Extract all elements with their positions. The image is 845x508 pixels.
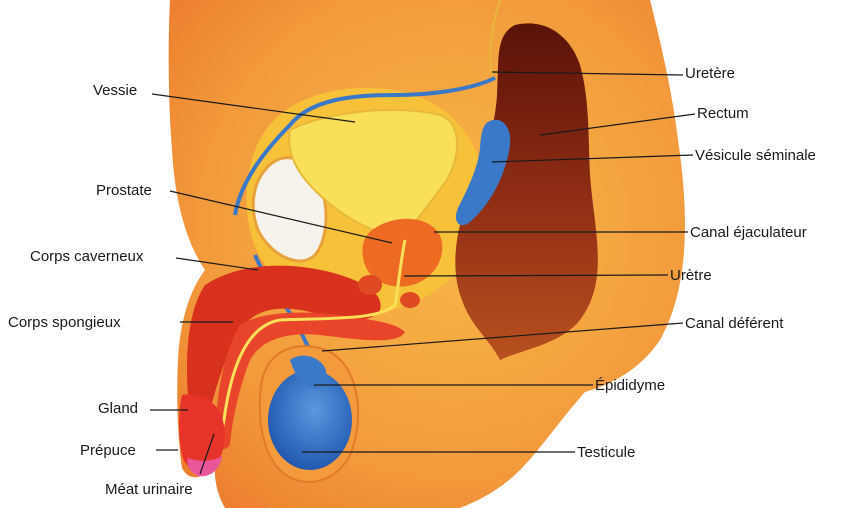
gland-lobe-2 bbox=[400, 292, 420, 308]
label-prepuce: Prépuce bbox=[80, 442, 136, 459]
label-corps-caverneux: Corps caverneux bbox=[30, 248, 144, 265]
label-gland: Gland bbox=[98, 400, 138, 417]
label-epididyme: Épididyme bbox=[595, 377, 665, 394]
label-vessie: Vessie bbox=[93, 82, 137, 99]
label-uretre: Urètre bbox=[670, 267, 712, 284]
label-uretere: Uretère bbox=[685, 65, 735, 82]
gland-lobe-1 bbox=[358, 275, 382, 295]
label-testicule: Testicule bbox=[577, 444, 635, 461]
label-meat-urinaire: Méat urinaire bbox=[105, 481, 193, 498]
label-prostate: Prostate bbox=[96, 182, 152, 199]
label-rectum: Rectum bbox=[697, 105, 749, 122]
label-canal-ejaculateur: Canal éjaculateur bbox=[690, 224, 807, 241]
label-canal-deferent: Canal déférent bbox=[685, 315, 784, 332]
label-vesicule-seminale: Vésicule séminale bbox=[695, 147, 816, 164]
label-corps-spongieux: Corps spongieux bbox=[8, 314, 121, 331]
